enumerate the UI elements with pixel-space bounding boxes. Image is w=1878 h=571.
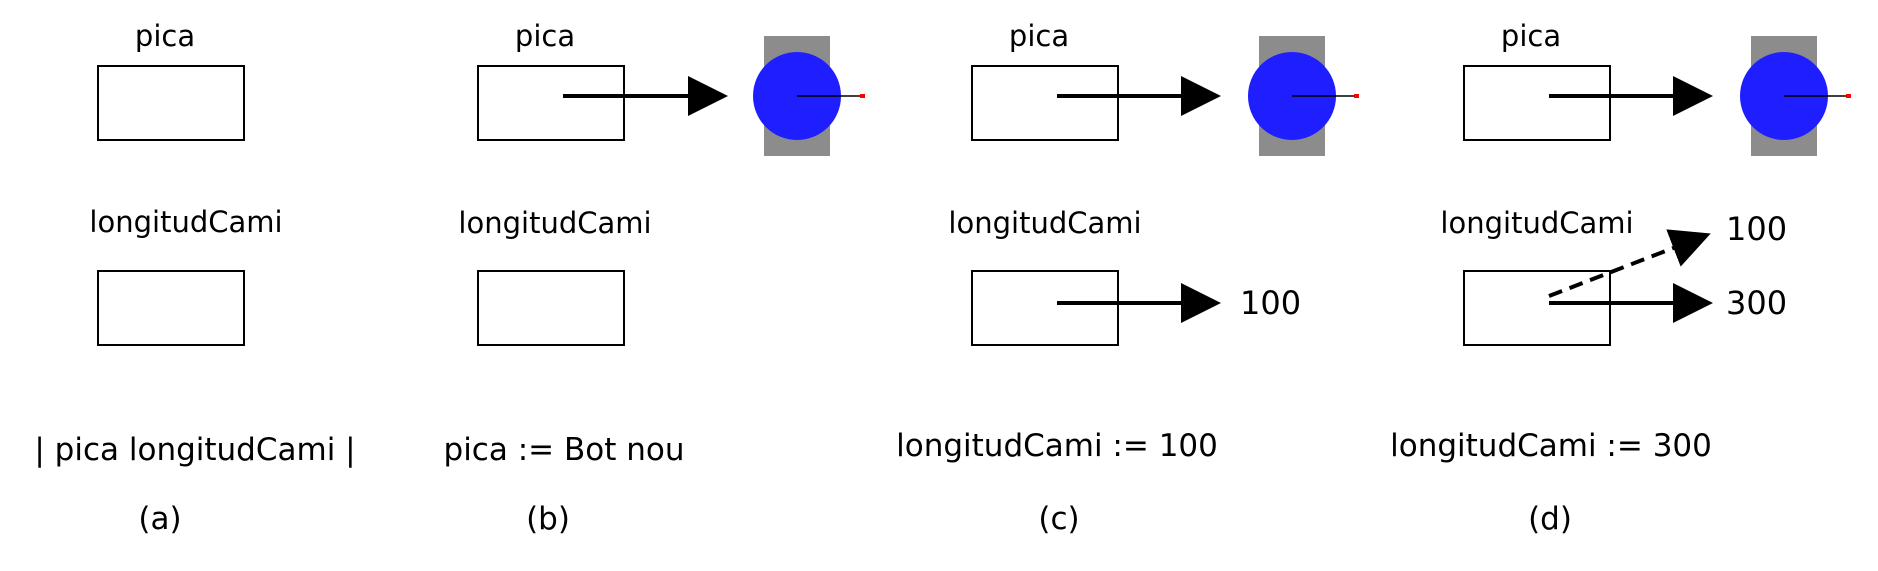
pica-variable-box bbox=[97, 65, 245, 141]
panel-b: pica longitudCami pica := Bot nou (b) bbox=[444, 19, 865, 537]
pica-variable-box bbox=[1463, 65, 1611, 141]
longitudcami-variable-box bbox=[477, 270, 625, 346]
pica-variable-box bbox=[477, 65, 625, 141]
code-statement: | pica longitudCami | bbox=[34, 432, 355, 468]
code-statement: longitudCami := 100 bbox=[896, 428, 1218, 464]
pica-label: pica bbox=[135, 19, 195, 53]
panel-caption: (c) bbox=[1038, 501, 1079, 537]
panel-a: pica longitudCami | pica longitudCami | … bbox=[34, 19, 355, 537]
code-statement: longitudCami := 300 bbox=[1390, 428, 1712, 464]
panel-c: pica longitudCami 100 longitudCami := 10… bbox=[896, 19, 1359, 537]
robot-icon bbox=[753, 36, 865, 156]
panel-caption: (a) bbox=[138, 501, 181, 537]
code-statement: pica := Bot nou bbox=[444, 432, 685, 468]
pica-variable-box bbox=[971, 65, 1119, 141]
longitudcami-label: longitudCami bbox=[89, 205, 282, 239]
longitudcami-variable-box bbox=[97, 270, 245, 346]
pica-label: pica bbox=[1009, 19, 1069, 53]
pica-label: pica bbox=[515, 19, 575, 53]
old-value-100: 100 bbox=[1726, 210, 1787, 248]
pica-label: pica bbox=[1501, 19, 1561, 53]
longitudcami-label: longitudCami bbox=[458, 206, 651, 240]
panel-d: pica longitudCami 100 300 longitudCami :… bbox=[1390, 19, 1851, 537]
longitudcami-label: longitudCami bbox=[948, 206, 1141, 240]
robot-icon bbox=[1740, 36, 1851, 156]
longitudcami-variable-box bbox=[1463, 270, 1611, 346]
longitudcami-variable-box bbox=[971, 270, 1119, 346]
panel-caption: (b) bbox=[526, 501, 570, 537]
longitudcami-label: longitudCami bbox=[1440, 206, 1633, 240]
robot-icon bbox=[1248, 36, 1359, 156]
old-value-dashed-arrow bbox=[1548, 229, 1711, 298]
panel-caption: (d) bbox=[1528, 501, 1572, 537]
value-300: 300 bbox=[1726, 284, 1787, 322]
value-100: 100 bbox=[1240, 284, 1301, 322]
